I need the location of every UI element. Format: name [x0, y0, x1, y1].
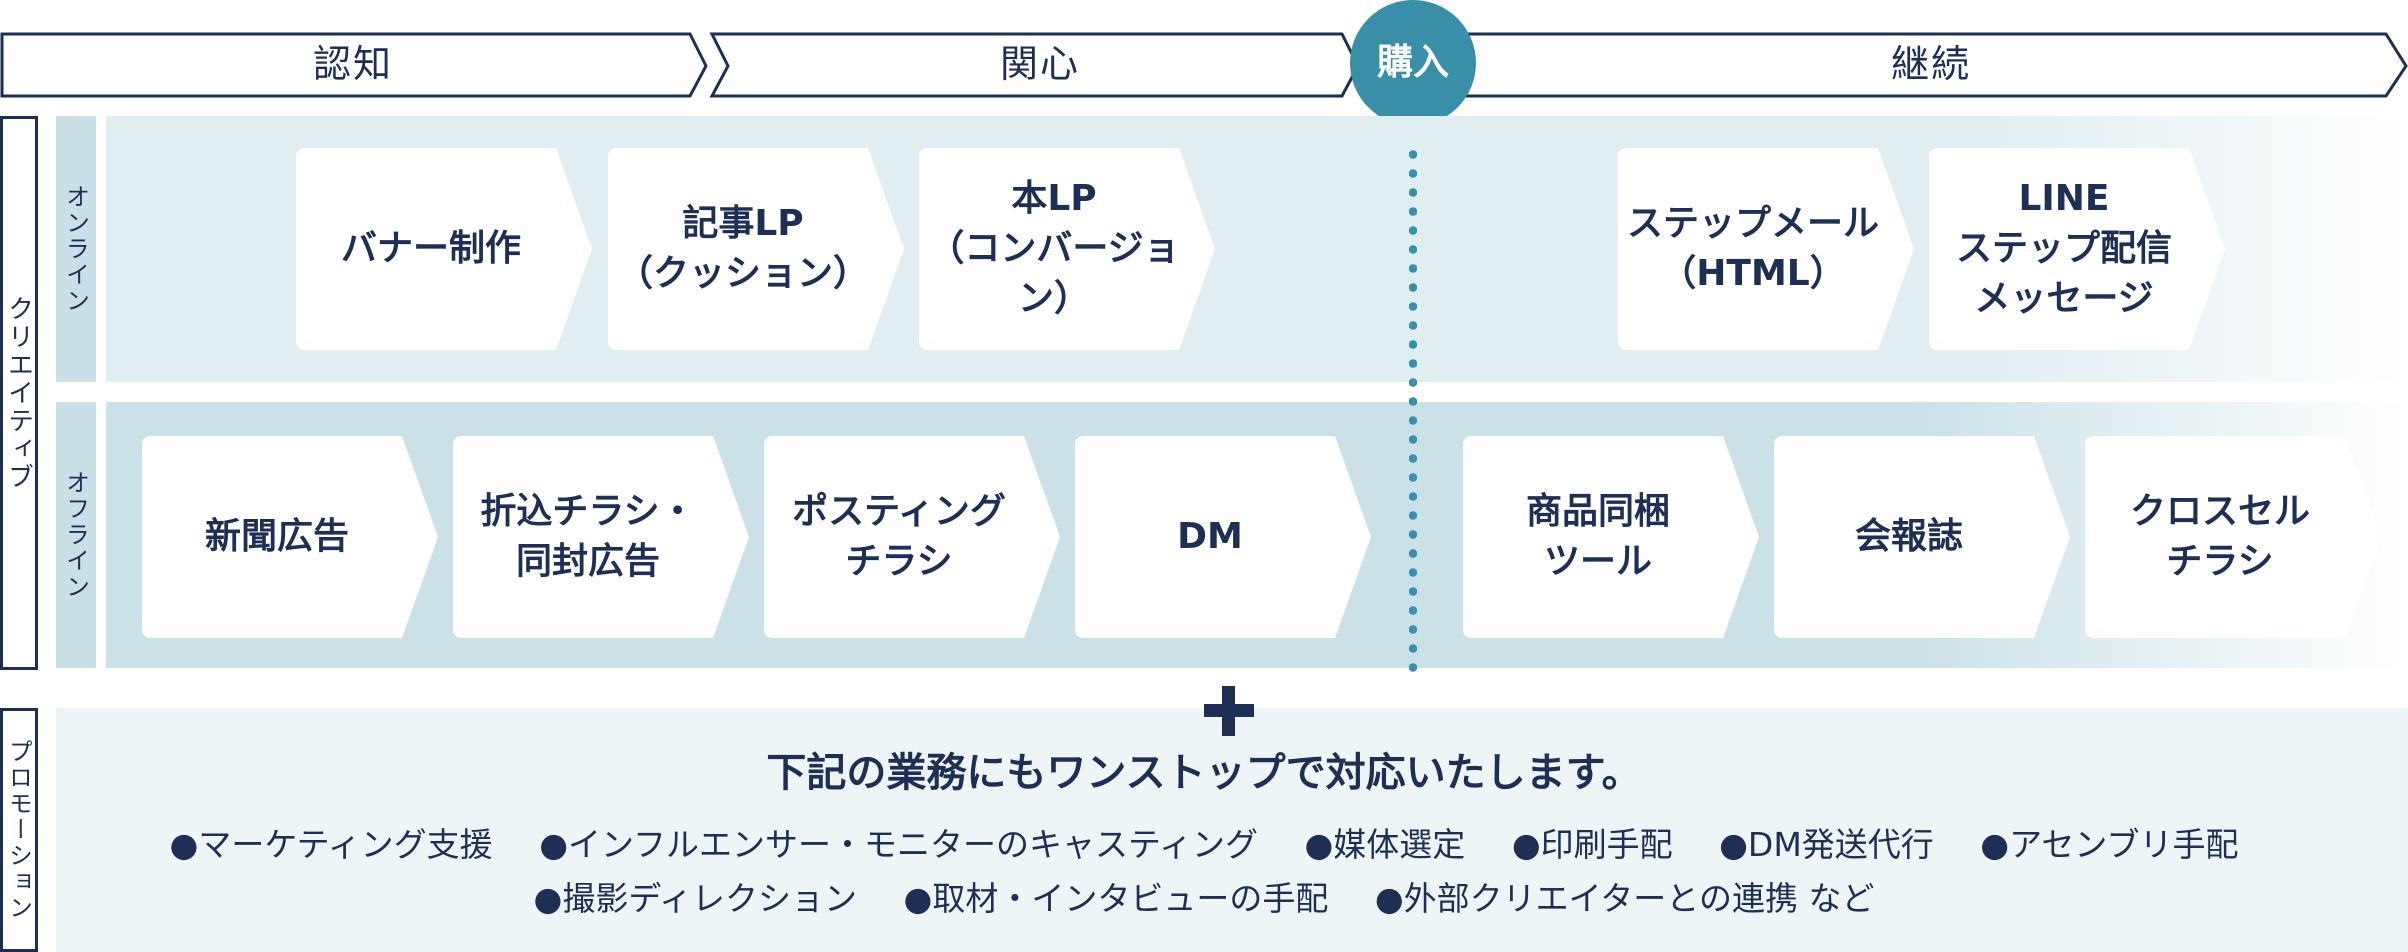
- stage-arrow-awareness: [0, 32, 708, 98]
- promotion-headline: 下記の業務にもワンストップで対応いたします。: [766, 750, 1642, 796]
- offline-label: オフライン: [61, 470, 90, 600]
- promotion-list-line1: ●マーケティング支援 ●インフルエンサー・モニターのキャスティング ●媒体選定 …: [0, 818, 2408, 866]
- offline-card-bundled: 商品同梱 ツール: [1463, 436, 1759, 638]
- online-card-line: LINE ステップ配信 メッセージ: [1929, 148, 2225, 350]
- offline-card-label: 折込チラシ・ 同封広告: [480, 491, 696, 582]
- promotion-item: ●媒体選定: [1304, 825, 1466, 864]
- stage-arrows: [0, 32, 2408, 98]
- stage-arrow-interest: [709, 32, 1360, 98]
- promotion-label-box: プロモーション: [0, 708, 38, 952]
- offline-label-box: オフライン: [56, 402, 96, 668]
- promotion-label: プロモーション: [4, 739, 33, 921]
- promotion-item: ●インフルエンサー・モニターのキャスティング: [539, 825, 1259, 864]
- creative-label: クリエイティブ: [3, 295, 34, 491]
- offline-card-label: ポスティング チラシ: [792, 491, 1006, 582]
- promotion-item: ●外部クリエイターとの連携 など: [1374, 879, 1875, 918]
- online-card-label: ステップメール （HTML）: [1626, 203, 1879, 294]
- online-card-step-mail: ステップメール （HTML）: [1618, 148, 1914, 350]
- promotion-list-line2: ●撮影ディレクション ●取材・インタビューの手配 ●外部クリエイターとの連携 な…: [0, 872, 2408, 920]
- offline-card-insert: 折込チラシ・ 同封広告: [453, 436, 749, 638]
- offline-card-dm: DM: [1075, 436, 1371, 638]
- promotion-item: ●アセンブリ手配: [1980, 825, 2239, 864]
- online-card-label: 記事LP （クッション）: [616, 203, 869, 294]
- online-card-main-lp: 本LP （コンバージョン）: [919, 148, 1215, 350]
- offline-card-label: クロスセル チラシ: [2129, 491, 2310, 582]
- online-card-label: バナー制作: [340, 228, 521, 269]
- online-label-box: オンライン: [56, 116, 96, 382]
- online-label: オンライン: [61, 184, 90, 314]
- purchase-dotted-line: [1409, 145, 1417, 673]
- offline-card-newsletter: 会報誌: [1774, 436, 2070, 638]
- promotion-item: ●マーケティング支援: [169, 825, 493, 864]
- offline-card-label: DM: [1177, 516, 1243, 557]
- promotion-item: ●撮影ディレクション: [533, 879, 858, 918]
- offline-card-label: 新聞広告: [204, 516, 349, 557]
- promotion-item: ●DM発送代行: [1719, 825, 1934, 864]
- stage-awareness-label: 認知: [312, 42, 393, 86]
- creative-label-box: クリエイティブ: [0, 116, 38, 670]
- offline-card-label: 商品同梱 ツール: [1525, 491, 1670, 582]
- offline-card-newspaper: 新聞広告: [142, 436, 438, 638]
- stage-interest-label: 関心: [999, 42, 1080, 86]
- promotion-item: ●印刷手配: [1511, 825, 1673, 864]
- offline-card-label: 会報誌: [1854, 516, 1963, 557]
- promotion-panel: [56, 708, 2408, 952]
- stage-purchase-circle: 購入: [1350, 0, 1476, 126]
- offline-card-posting: ポスティング チラシ: [764, 436, 1060, 638]
- online-card-label: LINE ステップ配信 メッセージ: [1955, 178, 2172, 319]
- online-card-label: 本LP （コンバージョン）: [928, 178, 1180, 319]
- online-card-banner: バナー制作: [296, 148, 592, 350]
- plus-icon: [1204, 686, 1254, 736]
- offline-card-cross-sell: クロスセル チラシ: [2085, 436, 2381, 638]
- stage-continuation-label: 継続: [1890, 42, 1971, 86]
- online-card-article-lp: 記事LP （クッション）: [608, 148, 904, 350]
- promotion-item: ●取材・インタビューの手配: [903, 879, 1329, 918]
